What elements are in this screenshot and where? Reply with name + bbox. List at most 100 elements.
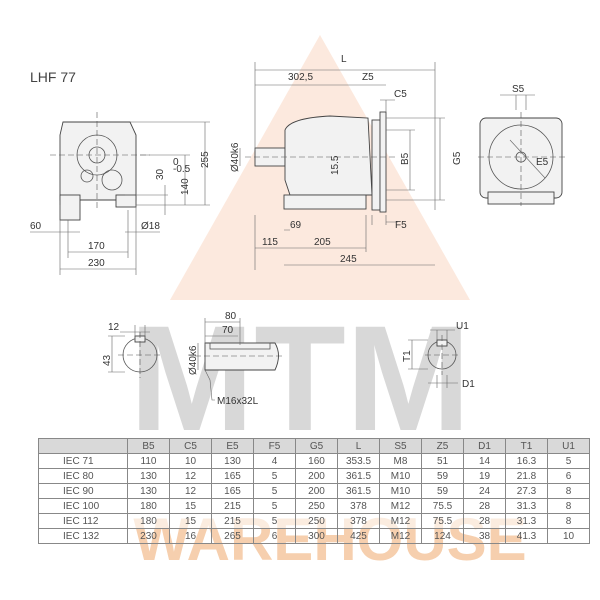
row-label: IEC 112 — [38, 513, 128, 529]
table-cell: 31.3 — [505, 513, 548, 529]
dim-245: 245 — [340, 254, 357, 265]
table-cell: 5 — [253, 498, 296, 514]
dim-302-5: 302,5 — [288, 72, 313, 83]
table-cell: 8 — [547, 483, 590, 499]
dim-15-5: 15.5 — [330, 155, 341, 175]
table-cell: 10 — [547, 528, 590, 544]
dim-L: L — [341, 54, 347, 65]
dim-S5: S5 — [512, 84, 525, 95]
table-cell: 15 — [169, 498, 212, 514]
dim-F5: F5 — [395, 220, 407, 231]
dim-G5: G5 — [452, 151, 463, 165]
shaft-detail — [195, 318, 285, 401]
table-cell: M12 — [379, 498, 422, 514]
table-cell: 5 — [253, 468, 296, 484]
table-cell: 24 — [463, 483, 506, 499]
column-header: L — [337, 438, 380, 454]
table-cell: 59 — [421, 483, 464, 499]
table-cell: 378 — [337, 513, 380, 529]
table-cell: 28 — [463, 513, 506, 529]
table-cell: 250 — [295, 513, 338, 529]
thread-spec: M16x32L — [217, 396, 259, 407]
column-header: U1 — [547, 438, 590, 454]
column-header: F5 — [253, 438, 296, 454]
dim-Z5: Z5 — [362, 72, 374, 83]
front-view — [30, 112, 210, 275]
table-cell: 130 — [127, 468, 170, 484]
table-cell: 6 — [253, 528, 296, 544]
table-cell: M10 — [379, 468, 422, 484]
flange-view — [478, 94, 566, 206]
table-cell: 300 — [295, 528, 338, 544]
dim-shaft-diameter: Ø40k6 — [230, 142, 241, 172]
dim-205: 205 — [314, 237, 331, 248]
table-cell: 27.3 — [505, 483, 548, 499]
table-cell: 353.5 — [337, 453, 380, 469]
table-cell: 361.5 — [337, 483, 380, 499]
column-header: B5 — [127, 438, 170, 454]
column-header: D1 — [463, 438, 506, 454]
shaft-section — [108, 325, 162, 378]
table-cell: 230 — [127, 528, 170, 544]
table-cell: 10 — [169, 453, 212, 469]
dim-12: 12 — [108, 322, 120, 333]
table-cell: 38 — [463, 528, 506, 544]
table-cell: 19 — [463, 468, 506, 484]
tolerance-upper: 0 — [173, 157, 179, 168]
table-cell: 200 — [295, 468, 338, 484]
table-cell: 130 — [127, 483, 170, 499]
table-cell: 110 — [127, 453, 170, 469]
table-cell: 59 — [421, 468, 464, 484]
table-cell: 21.8 — [505, 468, 548, 484]
table-cell: 378 — [337, 498, 380, 514]
dim-C5: C5 — [394, 89, 407, 100]
dim-E5: E5 — [536, 157, 549, 168]
column-header: Z5 — [421, 438, 464, 454]
row-label: IEC 100 — [38, 498, 128, 514]
table-cell: 14 — [463, 453, 506, 469]
table-cell: 51 — [421, 453, 464, 469]
table-cell: 28 — [463, 498, 506, 514]
table-cell: 12 — [169, 468, 212, 484]
table-cell: 4 — [253, 453, 296, 469]
dim-69: 69 — [290, 220, 302, 231]
table-cell: 75.5 — [421, 498, 464, 514]
table-cell: M10 — [379, 483, 422, 499]
dim-70: 70 — [222, 325, 234, 336]
table-cell: M12 — [379, 513, 422, 529]
table-cell: 130 — [211, 453, 254, 469]
table-cell: 215 — [211, 513, 254, 529]
dim-60: 60 — [30, 221, 42, 232]
watermark-mtm: MTM — [129, 294, 471, 462]
table-cell: 180 — [127, 498, 170, 514]
dim-80: 80 — [225, 311, 237, 322]
table-cell: 200 — [295, 483, 338, 499]
dim-U1: U1 — [456, 321, 469, 332]
table-cell: 16.3 — [505, 453, 548, 469]
table-cell: M12 — [379, 528, 422, 544]
table-cell: 16 — [169, 528, 212, 544]
table-cell: 75.5 — [421, 513, 464, 529]
table-cell: 250 — [295, 498, 338, 514]
dim-230: 230 — [88, 258, 105, 269]
dim-D1: D1 — [462, 379, 475, 390]
dim-B5: B5 — [400, 152, 411, 165]
side-view — [239, 62, 445, 270]
table-cell: 31.3 — [505, 498, 548, 514]
dim-shaft-detail-diameter: Ø40k6 — [188, 345, 199, 375]
dim-140: 140 — [180, 178, 191, 195]
motor-shaft-section — [408, 329, 460, 388]
table-cell: 6 — [547, 468, 590, 484]
column-header: G5 — [295, 438, 338, 454]
dim-170: 170 — [88, 241, 105, 252]
dim-T1: T1 — [402, 350, 413, 362]
dim-255: 255 — [200, 151, 211, 168]
